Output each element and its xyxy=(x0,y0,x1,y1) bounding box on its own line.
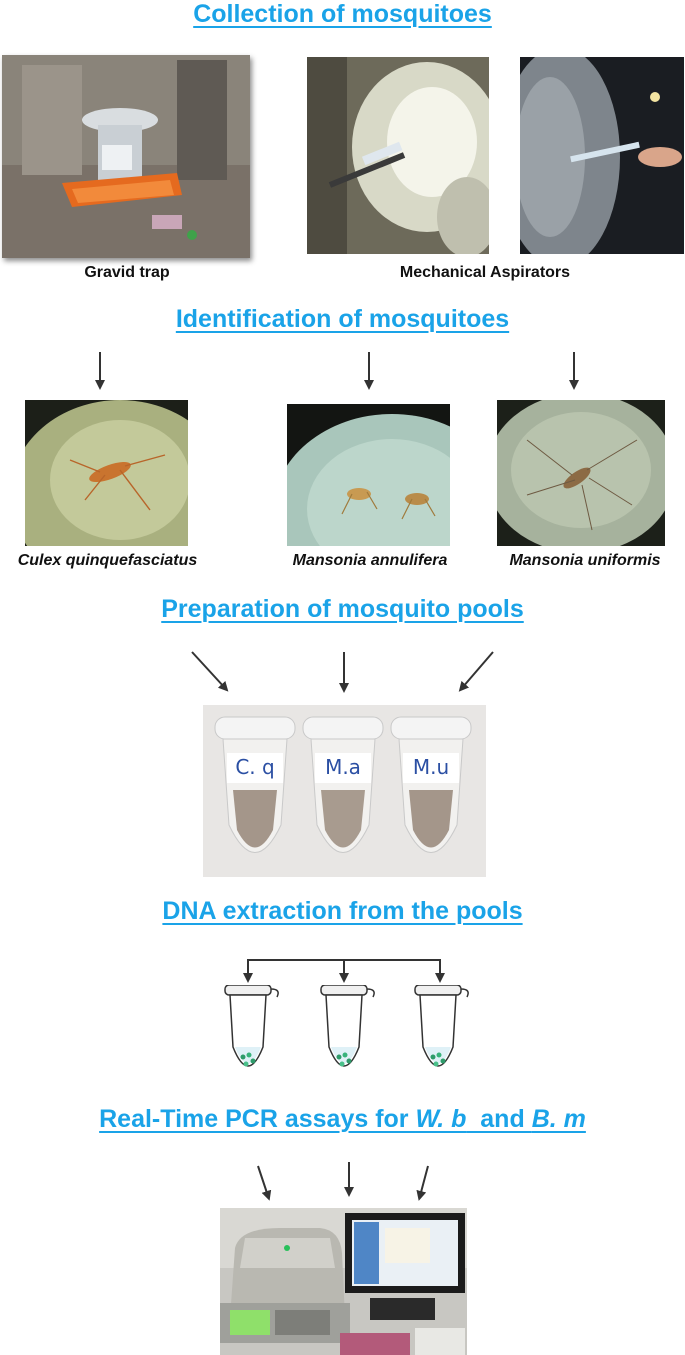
dna-tube-1 xyxy=(225,985,278,1067)
uniformis-photo xyxy=(497,400,665,546)
pcr-wb: W. b xyxy=(415,1105,466,1133)
pool-label-2: M.a xyxy=(315,755,371,779)
arrow-pcr-1 xyxy=(258,1166,268,1196)
pool-label-3: M.u xyxy=(403,755,459,779)
arrow-pool-1 xyxy=(192,652,225,688)
heading-pcr: Real-Time PCR assays for W. b and B. m xyxy=(0,1105,685,1134)
heading-preparation: Preparation of mosquito pools xyxy=(0,595,685,624)
dna-tubes xyxy=(215,985,475,1080)
heading-dna-extraction: DNA extraction from the pools xyxy=(0,897,685,926)
pcr-and: and xyxy=(466,1105,531,1133)
culex-caption: Culex quinquefasciatus xyxy=(0,552,215,570)
annulifera-caption: Mansonia annulifera xyxy=(265,552,475,570)
arrow-pcr-3 xyxy=(420,1166,428,1196)
pcr-prefix: Real-Time PCR assays for xyxy=(99,1105,415,1133)
dna-tube-3 xyxy=(415,985,468,1067)
dna-tube-2 xyxy=(321,985,374,1067)
pool-tubes-photo: C. q M.a M.u xyxy=(203,705,486,877)
culex-photo xyxy=(25,400,188,546)
pcr-machine-photo xyxy=(220,1208,467,1355)
pcr-bm: B. m xyxy=(532,1105,586,1133)
pool-label-1: C. q xyxy=(227,755,283,779)
uniformis-caption: Mansonia uniformis xyxy=(485,552,685,570)
arrow-pool-3 xyxy=(462,652,493,688)
annulifera-photo xyxy=(287,404,450,546)
